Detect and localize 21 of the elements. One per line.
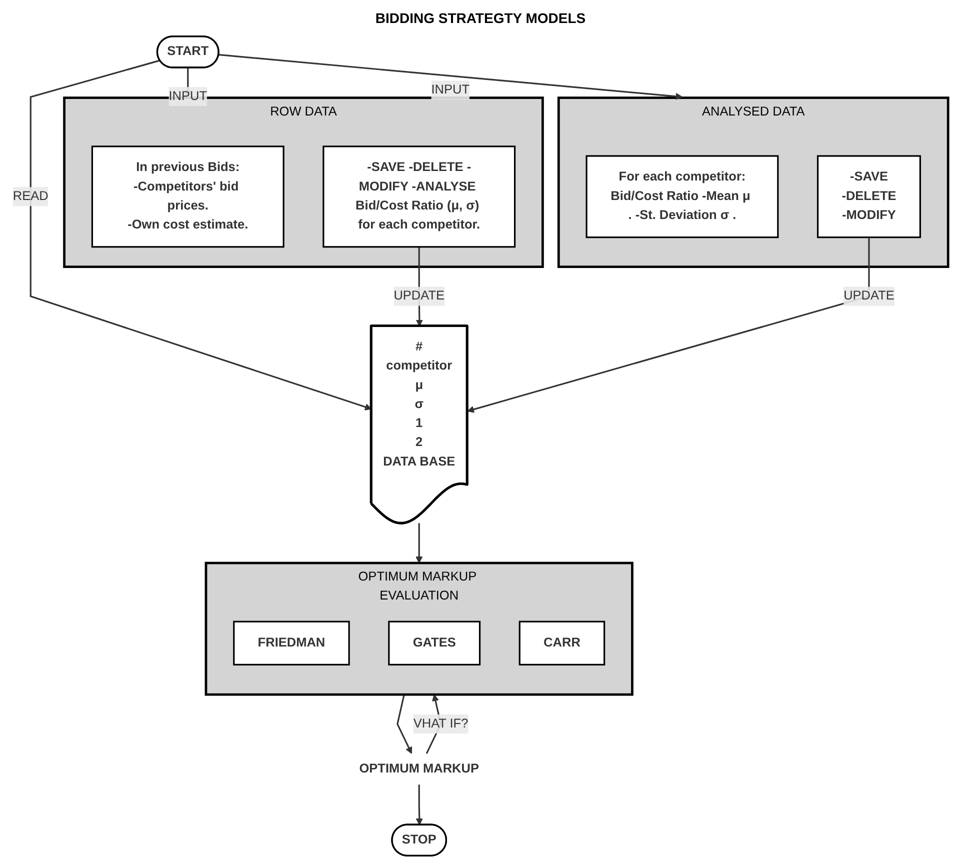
node-box: In previous Bids: -Competitors' bid prices. -Own cost estimate. <box>91 146 284 248</box>
edge-label: INPUT <box>431 83 470 97</box>
note-text: BIDDING STRATEGTY MODELS <box>375 10 586 26</box>
node-box: CARR <box>518 620 606 666</box>
edge-label: READ <box>12 189 48 204</box>
edge-label: UPDATE <box>394 289 445 303</box>
arrow <box>467 237 870 413</box>
edge-label: UPDATE <box>844 289 894 303</box>
node-box: -SAVE -DELETE -MODIFY <box>816 155 921 238</box>
arrow <box>416 523 423 564</box>
edge-label: VHAT IF? <box>413 716 468 730</box>
node-box: FRIEDMAN <box>233 620 350 666</box>
node-text: OPTIMUM MARKUP <box>359 762 479 776</box>
node-box: GATES <box>388 620 481 666</box>
arrow <box>396 694 412 754</box>
node-box: -SAVE -DELETE -MODIFY -ANALYSE Bid/Cost Ratio (μ, σ) for each competitor. <box>322 146 516 248</box>
arrow <box>218 54 683 100</box>
node-box: For each competitor: Bid/Cost Ratio -Mean μ . -St. Deviation σ . <box>586 155 779 238</box>
edge-label: INPUT <box>168 89 208 103</box>
arrow <box>416 784 423 826</box>
arrow <box>30 60 372 410</box>
